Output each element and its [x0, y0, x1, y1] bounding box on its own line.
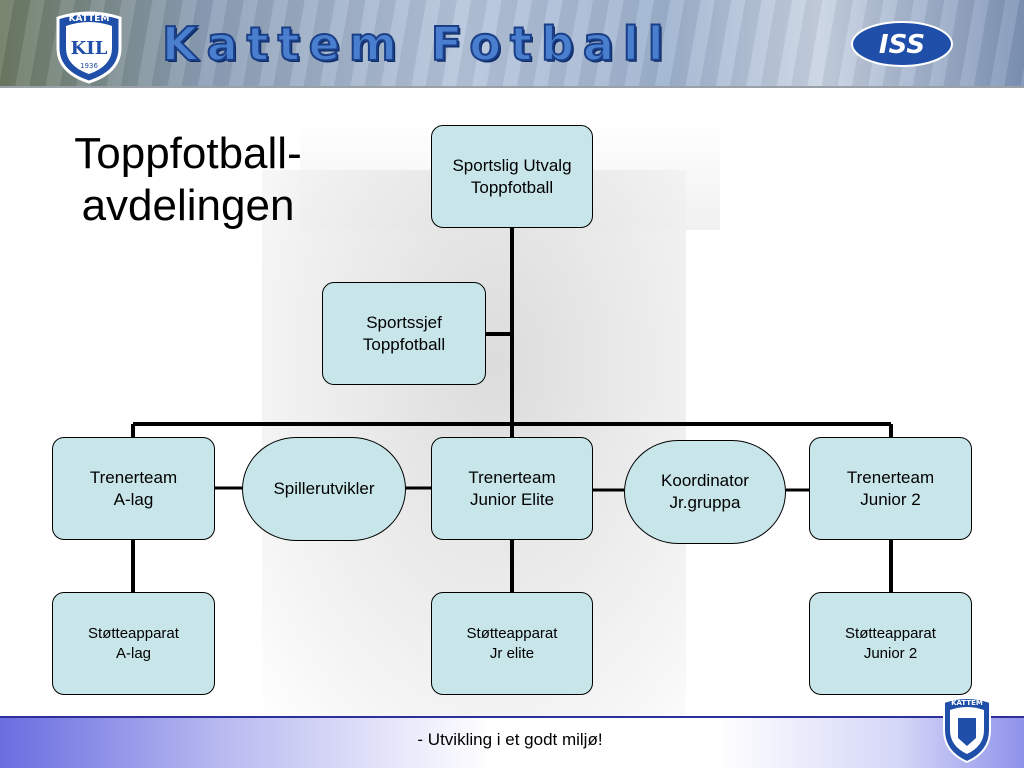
node-label: Sportssjef — [366, 312, 442, 332]
node-label: Trenerteam — [846, 467, 935, 487]
footer-divider — [0, 716, 1024, 718]
svg-text:1936: 1936 — [80, 62, 98, 70]
node-label: Spillerutvikler — [273, 479, 375, 498]
svg-text:KATTEM: KATTEM — [69, 14, 110, 24]
node-label: Toppfotball — [470, 177, 554, 197]
node-label: Sportslig Utvalg — [452, 155, 572, 175]
banner-title: Kattem Fotball — [161, 16, 673, 72]
svg-text:KATTEM: KATTEM — [951, 699, 983, 707]
footer-slogan: - Utvikling i et godt miljø! — [417, 730, 603, 749]
node-label: Støtteapparat — [466, 624, 558, 642]
node-label: Støtteapparat — [88, 624, 179, 642]
sponsor-logo: ISS — [851, 21, 953, 67]
node-label: Trenerteam — [89, 467, 178, 487]
node-stotteapparat-junior2: Støtteapparat Junior 2 — [809, 592, 972, 695]
node-label: A-lag — [113, 489, 154, 509]
node-label: Koordinator — [661, 471, 749, 490]
node-label: A-lag — [115, 644, 152, 662]
footer-club-crest-logo: KATTEM — [943, 697, 991, 764]
node-trenerteam-a-lag: Trenerteam A-lag — [52, 437, 215, 540]
svg-text:ISS: ISS — [879, 30, 925, 60]
node-label: Junior Elite — [469, 489, 555, 509]
node-stotteapparat-a-lag: Støtteapparat A-lag — [52, 592, 215, 695]
club-crest-logo: KATTEM KIL 1936 — [56, 11, 122, 84]
node-label: Junior 2 — [860, 489, 921, 509]
node-label: Støtteapparat — [845, 624, 936, 642]
node-label: Toppfotball — [362, 334, 446, 354]
node-label: Jr elite — [489, 644, 535, 662]
footer-bar — [0, 718, 1024, 768]
header-divider — [0, 86, 1024, 88]
node-stotteapparat-jr-elite: Støtteapparat Jr elite — [431, 592, 593, 695]
page-title-line2: avdelingen — [81, 181, 295, 230]
header-banner: KATTEM KIL 1936 Kattem Fotball ISS — [0, 0, 1024, 86]
node-trenerteam-junior2: Trenerteam Junior 2 — [809, 437, 972, 540]
node-spillerutvikler: Spillerutvikler — [242, 437, 406, 541]
page-title-line1: Toppfotball- — [74, 129, 302, 178]
node-sportssjef: Sportssjef Toppfotball — [322, 282, 486, 385]
node-sportslig-utvalg: Sportslig Utvalg Toppfotball — [431, 125, 593, 228]
node-label: Junior 2 — [863, 644, 918, 662]
node-koordinator: Koordinator Jr.gruppa — [624, 440, 786, 544]
page-title: Toppfotball- avdelingen — [58, 128, 318, 232]
node-label: Jr.gruppa — [669, 493, 741, 512]
node-label: Trenerteam — [468, 467, 556, 487]
node-trenerteam-junior-elite: Trenerteam Junior Elite — [431, 437, 593, 540]
svg-text:KIL: KIL — [71, 38, 108, 59]
